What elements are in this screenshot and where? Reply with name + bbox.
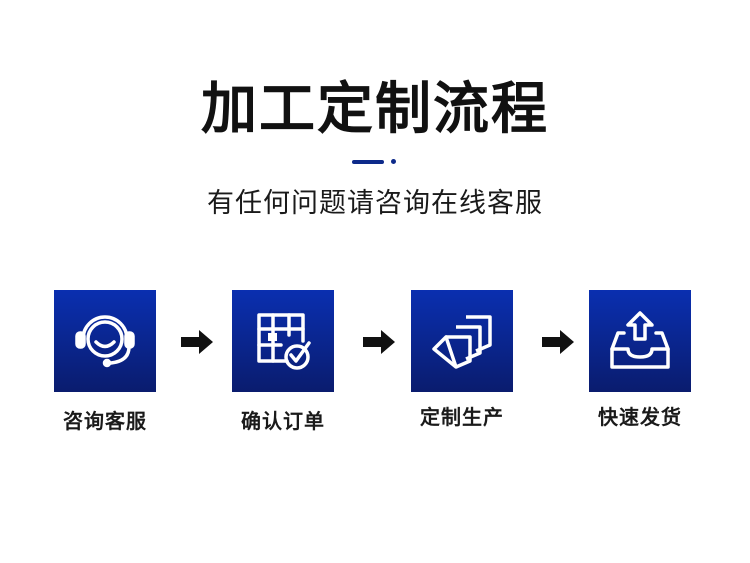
step-label: 咨询客服	[63, 409, 147, 433]
page-title: 加工定制流程	[201, 77, 549, 142]
step-label: 确认订单	[241, 409, 325, 433]
step-icon-box	[54, 290, 156, 392]
step-icon-box	[232, 290, 334, 392]
step-icon-box	[589, 290, 691, 392]
step-label: 快速发货	[598, 405, 682, 429]
arrow-right-icon	[542, 330, 574, 354]
page-subtitle: 有任何问题请咨询在线客服	[207, 188, 543, 219]
production-stack-icon	[432, 315, 492, 369]
shipping-box-icon	[610, 311, 670, 369]
divider-bar	[352, 159, 384, 164]
arrow-right-icon	[363, 330, 395, 354]
headset-icon	[75, 315, 135, 368]
step-fast-shipping: 快速发货	[589, 290, 691, 429]
title-divider	[352, 159, 396, 164]
step-label: 定制生产	[420, 405, 504, 429]
step-custom-production: 定制生产	[411, 290, 513, 429]
divider-dot	[391, 159, 396, 164]
step-icon-box	[411, 290, 513, 392]
order-confirm-icon	[257, 313, 311, 370]
step-confirm-order: 确认订单	[232, 290, 334, 433]
arrow-right-icon	[181, 330, 213, 354]
step-consult-service: 咨询客服	[54, 290, 156, 433]
